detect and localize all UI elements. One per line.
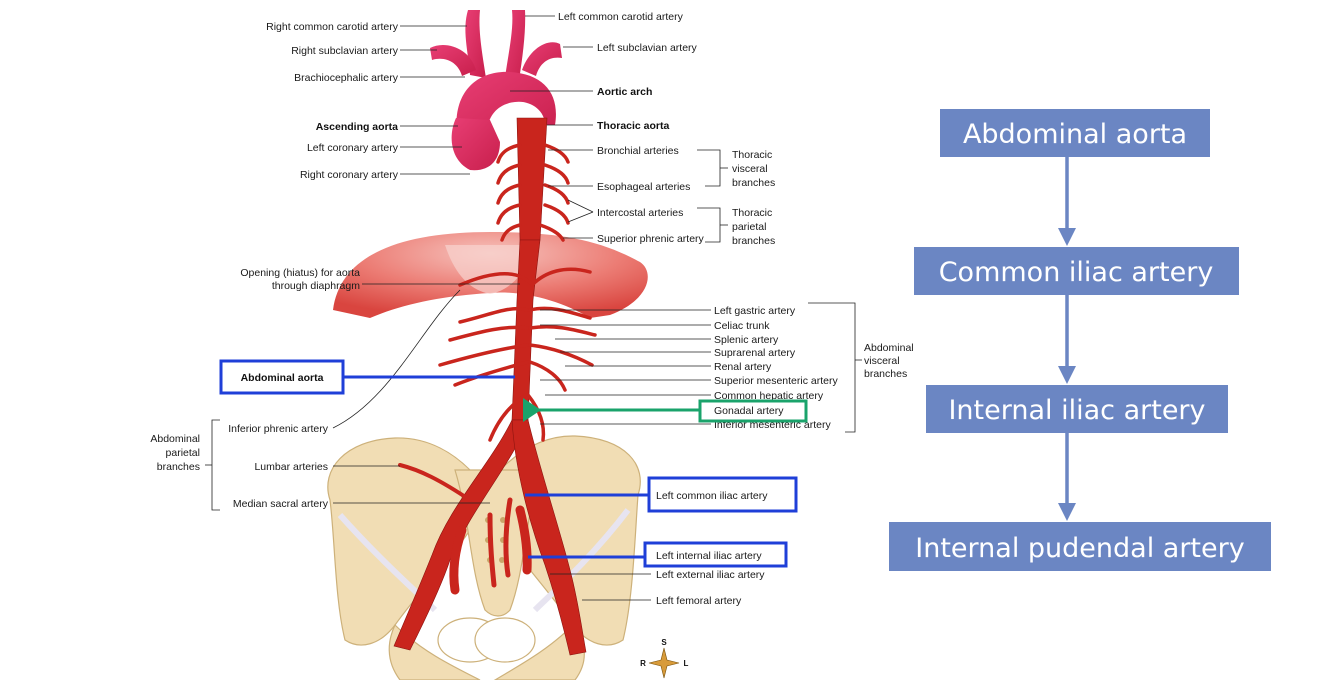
label-thoracic-visceral-2: visceral: [732, 163, 768, 175]
highlight-box-left-internal-iliac: [643, 541, 788, 568]
label-abdominal-visceral-3: branches: [864, 368, 907, 380]
label-abdominal-aorta: Abdominal aorta: [241, 372, 324, 384]
label-median-sacral: Median sacral artery: [233, 498, 329, 510]
label-aortic-arch: Aortic arch: [597, 86, 652, 98]
aorta: [393, 10, 597, 656]
label-thoracic-parietal-1: Thoracic: [732, 207, 772, 219]
flow-chart: Abdominal aorta Common iliac artery Inte…: [889, 109, 1271, 571]
label-abdominal-parietal-2: parietal: [166, 447, 200, 459]
label-intercostal: Intercostal arteries: [597, 207, 683, 219]
label-right-common-carotid: Right common carotid artery: [266, 21, 399, 33]
compass-l: L: [684, 659, 689, 668]
highlight-annotations: [219, 359, 808, 568]
label-thoracic-parietal-3: branches: [732, 235, 775, 247]
label-thoracic-aorta: Thoracic aorta: [597, 120, 670, 132]
label-thoracic-parietal-2: parietal: [732, 221, 766, 233]
flow-step-1: Abdominal aorta: [963, 119, 1187, 150]
label-left-subclavian: Left subclavian artery: [597, 42, 698, 54]
label-brachiocephalic: Brachiocephalic artery: [294, 72, 399, 84]
diagram-labels: Right common carotid artery Right subcla…: [150, 11, 913, 607]
label-abdominal-visceral-2: visceral: [864, 355, 900, 367]
label-left-gastric: Left gastric artery: [714, 305, 796, 317]
flow-step-3: Internal iliac artery: [948, 395, 1205, 426]
label-left-internal-iliac: Left internal iliac artery: [656, 550, 762, 562]
label-common-hepatic: Common hepatic artery: [714, 390, 824, 402]
flow-arrows: [1058, 157, 1076, 521]
label-celiac-trunk: Celiac trunk: [714, 320, 770, 332]
label-superior-mesenteric: Superior mesenteric artery: [714, 375, 838, 387]
label-gonadal: Gonadal artery: [714, 405, 784, 417]
flow-box-1: [940, 109, 1210, 157]
label-opening-hiatus-2: through diaphragm: [272, 280, 360, 292]
flow-step-2: Common iliac artery: [939, 257, 1214, 288]
label-lumbar: Lumbar arteries: [254, 461, 328, 473]
label-bronchial: Bronchial arteries: [597, 145, 679, 157]
leader-lines: [205, 15, 862, 601]
label-abdominal-parietal-3: branches: [157, 461, 200, 473]
label-splenic: Splenic artery: [714, 334, 779, 346]
flow-box-2: [914, 247, 1239, 295]
compass-rose: S R L: [640, 638, 689, 679]
label-opening-hiatus-1: Opening (hiatus) for aorta: [240, 267, 360, 279]
compass-s: S: [661, 638, 667, 647]
flow-box-4: [889, 522, 1271, 571]
label-left-common-iliac: Left common iliac artery: [656, 490, 768, 502]
label-left-coronary: Left coronary artery: [307, 142, 399, 154]
compass-r: R: [640, 659, 646, 668]
label-left-external-iliac: Left external iliac artery: [656, 569, 765, 581]
label-superior-phrenic: Superior phrenic artery: [597, 233, 705, 245]
label-left-common-carotid: Left common carotid artery: [558, 11, 684, 23]
label-renal: Renal artery: [714, 361, 772, 373]
flow-box-3: [926, 385, 1228, 433]
label-abdominal-parietal-1: Abdominal: [150, 433, 200, 445]
label-suprarenal: Suprarenal artery: [714, 347, 796, 359]
label-ascending-aorta: Ascending aorta: [316, 121, 398, 133]
label-esophageal: Esophageal arteries: [597, 181, 690, 193]
label-thoracic-visceral-3: branches: [732, 177, 775, 189]
label-right-coronary: Right coronary artery: [300, 169, 399, 181]
flow-step-4: Internal pudendal artery: [915, 533, 1244, 564]
label-right-subclavian: Right subclavian artery: [291, 45, 399, 57]
label-left-femoral: Left femoral artery: [656, 595, 742, 607]
label-abdominal-visceral-1: Abdominal: [864, 342, 914, 354]
label-thoracic-visceral-1: Thoracic: [732, 149, 772, 161]
label-inferior-phrenic: Inferior phrenic artery: [228, 423, 329, 435]
